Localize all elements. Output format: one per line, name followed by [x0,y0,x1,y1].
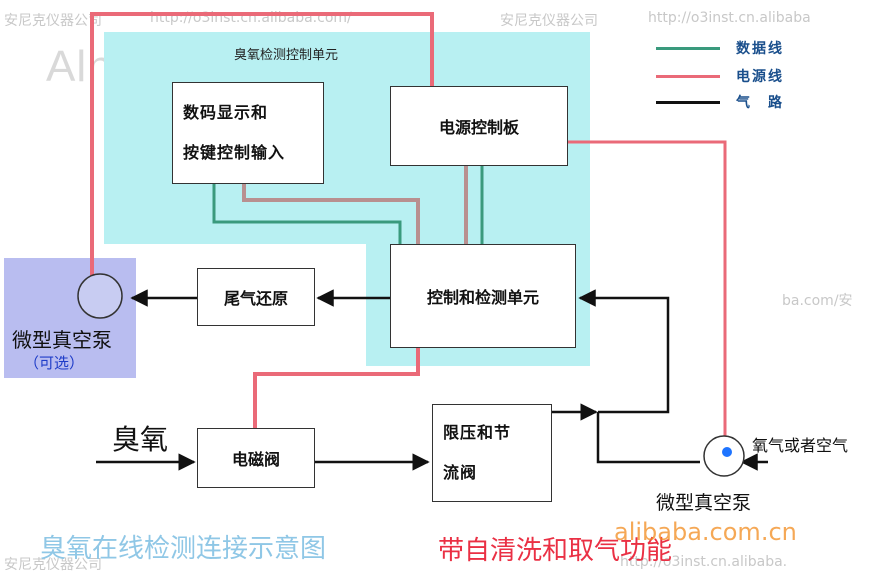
watermark-company-top-left: 安尼克仪器公司 [4,13,102,29]
legend-label: 气 路 [736,95,784,111]
gas-line-return [578,289,670,414]
display-keypad-line1: 数码显示和 [183,103,269,122]
detect-unit-box: 控制和检测单元 [390,244,576,348]
watermark-url-bottom-right: http://o3inst.cn.alibaba. [620,554,788,570]
solenoid-valve-box: 电磁阀 [197,428,315,488]
site-watermark: alibaba.com.cn [614,518,797,546]
limiter-valve-line2: 流阀 [443,463,478,482]
tail-gas-box: 尾气还原 [197,268,315,326]
diagram-caption: 臭氧在线检测连接示意图 [40,534,327,564]
legend-power-line: 电源线 [656,66,784,86]
legend-label: 数据线 [736,41,784,57]
left-pump-optional-label: （可选） [24,354,85,372]
data-line-display [212,184,402,244]
gas-line-air-path [596,412,700,464]
watermark-company-bottom: 安尼克仪器公司 [4,557,102,573]
air-inlet-label: 氧气或者空气 [752,436,849,455]
display-keypad-box: 数码显示和 按键控制输入 [172,82,324,184]
power-line-top [90,12,434,280]
legend-swatch [656,46,720,50]
feature-caption: 带自清洗和取气功能 [438,536,673,566]
legend-gas-line: 气 路 [656,92,784,112]
watermark-company-top-right: 安尼克仪器公司 [500,13,598,29]
limiter-valve-line1: 限压和节 [443,423,512,442]
power-board-box: 电源控制板 [390,86,568,166]
ozone-inlet-label: 臭氧 [112,423,169,456]
left-pump-icon [77,273,123,319]
mixed-line-display [242,184,420,244]
watermark-url-mid-right: ba.com/安 [782,293,853,309]
optional-pump-region [4,258,136,378]
control-unit-title: 臭氧检测控制单元 [234,48,339,63]
display-keypad-line2: 按键控制输入 [183,143,286,162]
left-pump-label: 微型真空泵 [12,328,112,352]
legend-swatch [656,100,720,104]
watermark-url-top-right: http://o3inst.cn.alibaba [648,10,811,26]
legend-label: 电源线 [736,69,784,85]
power-line-solenoid [253,346,420,428]
limiter-valve-box: 限压和节 流阀 [432,404,552,502]
legend-data-line: 数据线 [656,38,784,58]
legend-swatch [656,74,720,78]
power-line-right [568,140,727,440]
right-pump-label: 微型真空泵 [656,492,752,514]
right-pump-dot-icon [722,447,732,457]
